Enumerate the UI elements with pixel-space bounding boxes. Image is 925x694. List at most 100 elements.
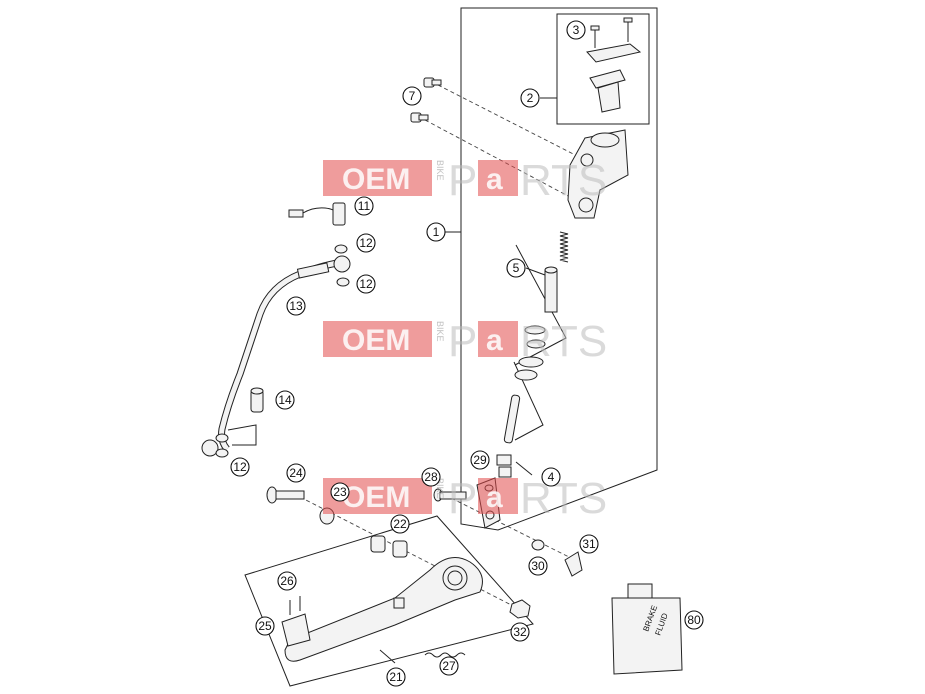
callout-7[interactable]: 7 — [402, 86, 422, 106]
callout-2[interactable]: 2 — [520, 88, 540, 108]
bracket-4 — [514, 244, 567, 366]
callout-label: 12 — [359, 236, 373, 250]
bracket-12-lower — [227, 424, 257, 446]
callout-5[interactable]: 5 — [506, 258, 526, 278]
brake-pedal — [284, 557, 483, 662]
callout-label: 80 — [687, 613, 701, 627]
pivot-bolt — [266, 486, 305, 504]
watermark-p-text: P — [448, 156, 477, 205]
watermark-a-text: a — [486, 481, 503, 514]
callout-32[interactable]: 32 — [510, 622, 530, 642]
lock-nut — [496, 454, 512, 478]
bolt-upper — [423, 77, 442, 88]
callout-label: 24 — [289, 466, 303, 480]
pedal-nut — [509, 599, 531, 619]
callout-29[interactable]: 29 — [470, 450, 490, 470]
callout-27[interactable]: 27 — [439, 656, 459, 676]
leader-pin-axis — [444, 494, 576, 561]
cotter-pin — [564, 551, 583, 577]
callout-80[interactable]: 80 — [684, 610, 704, 630]
callout-label: 1 — [433, 225, 440, 239]
reservoir-frame — [556, 13, 650, 125]
callout-label: 13 — [289, 299, 303, 313]
callout-label: 23 — [333, 485, 347, 499]
callout-label: 28 — [424, 470, 438, 484]
watermark-a-text: a — [486, 163, 503, 196]
callout-25[interactable]: 25 — [255, 616, 275, 636]
master-cylinder-body — [567, 129, 629, 219]
watermark-a-text: a — [486, 324, 503, 357]
callout-3[interactable]: 3 — [566, 20, 586, 40]
return-spring — [424, 652, 466, 658]
watermark-p-text: P — [448, 474, 477, 523]
bleeder-cap — [250, 387, 264, 413]
watermark-oem-text: OEM — [342, 481, 410, 514]
watermark-rts-text: RTS — [520, 156, 607, 205]
callout-14[interactable]: 14 — [275, 390, 295, 410]
callout-12a[interactable]: 12 — [356, 233, 376, 253]
leader-pedal-axis — [299, 496, 526, 613]
callout-21[interactable]: 21 — [386, 667, 406, 687]
watermark-bike-text: BIKE — [435, 478, 445, 499]
brake-light-switch — [288, 202, 346, 226]
watermark-p-text: P — [448, 317, 477, 366]
callout-23[interactable]: 23 — [330, 482, 350, 502]
callout-13[interactable]: 13 — [286, 296, 306, 316]
washer-30 — [531, 539, 545, 551]
callout-label: 14 — [278, 393, 292, 407]
bracket-4b — [513, 361, 544, 441]
watermark-lower: OEM BIKE P a RTS — [323, 474, 607, 523]
callout-30[interactable]: 30 — [528, 556, 548, 576]
leader-bolt-lower — [424, 119, 586, 206]
pedal-tip — [281, 596, 311, 647]
brake-fluid-bottle: BRAKE FLUID — [611, 583, 683, 675]
callout-31[interactable]: 31 — [579, 534, 599, 554]
callout-22[interactable]: 22 — [390, 514, 410, 534]
callout-label: 22 — [393, 517, 407, 531]
callout-12c[interactable]: 12 — [230, 457, 250, 477]
callout-26[interactable]: 26 — [277, 571, 297, 591]
callout-4[interactable]: 4 — [541, 467, 561, 487]
callout-label: 2 — [527, 91, 534, 105]
callout-label: 31 — [582, 537, 596, 551]
seal-rings — [514, 325, 546, 381]
washer-12-lower-a — [215, 433, 229, 443]
callout-11[interactable]: 11 — [354, 196, 374, 216]
callout-label: 4 — [548, 470, 555, 484]
callout-label: 29 — [473, 453, 487, 467]
reservoir-assembly — [586, 17, 642, 113]
callout-label: 12 — [233, 460, 247, 474]
callout-label: 25 — [258, 619, 272, 633]
callout-label: 21 — [389, 670, 403, 684]
brake-hose — [201, 255, 351, 457]
washer-12-lower-b — [215, 448, 229, 458]
callout-label: 27 — [442, 659, 456, 673]
washer-12-middle — [336, 277, 350, 287]
watermark-bike-text: BIKE — [435, 321, 445, 342]
callout-label: 7 — [409, 89, 416, 103]
callout-label: 3 — [573, 23, 580, 37]
callout-24[interactable]: 24 — [286, 463, 306, 483]
piston-spring — [559, 231, 569, 263]
callout-1[interactable]: 1 — [426, 222, 446, 242]
callout-label: 5 — [513, 261, 520, 275]
bolt-lower — [410, 112, 429, 123]
callout-label: 30 — [531, 559, 545, 573]
washer-12-upper — [334, 244, 348, 254]
piston — [544, 266, 558, 313]
push-rod — [503, 394, 521, 444]
bushings-22 — [370, 535, 408, 558]
watermark-upper: OEM BIKE P a RTS — [323, 156, 607, 205]
watermark-oem-text: OEM — [342, 163, 410, 196]
callout-label: 32 — [513, 625, 527, 639]
callout-label: 26 — [280, 574, 294, 588]
watermark-oem-text: OEM — [342, 324, 410, 357]
watermark-rts-text: RTS — [520, 474, 607, 523]
callout-label: 11 — [358, 199, 371, 213]
callout-label: 12 — [359, 277, 373, 291]
watermark-middle: OEM BIKE P a RTS — [323, 317, 607, 366]
callout-12b[interactable]: 12 — [356, 274, 376, 294]
callout-28[interactable]: 28 — [421, 467, 441, 487]
watermark-rts-text: RTS — [520, 317, 607, 366]
